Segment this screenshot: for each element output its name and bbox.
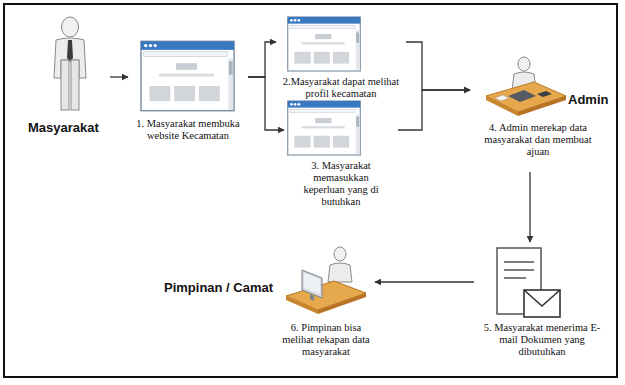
flow-arrow: [375, 281, 474, 282]
step-caption: 2.Masyarakat dapat melihat profil kecama…: [276, 76, 406, 100]
step-caption: 3. Masyarakat memasukkan keperluan yang …: [292, 160, 390, 208]
browser-icon: [141, 41, 234, 110]
step-caption: 6. Pimpinan bisa melihat rekapan data ma…: [278, 322, 374, 358]
flow-arrow: [406, 42, 470, 90]
process-node: 1. Masyarakat membuka website Kecamatan: [128, 38, 248, 150]
process-node: Admin 4. Admin merekap data masyarakat da…: [470, 52, 612, 172]
step-caption: 5. Masyarakat menerima E-mail Dokumen ya…: [478, 322, 606, 358]
flow-arrow: [398, 90, 470, 130]
step-caption: 4. Admin merekap data masyarakat dan mem…: [472, 122, 604, 158]
process-node: 5. Masyarakat menerima E-mail Dokumen ya…: [474, 242, 610, 378]
flow-arrow: [248, 42, 276, 77]
process-node: 2.Masyarakat dapat melihat profil kecama…: [276, 14, 406, 104]
process-node: 3. Masyarakat memasukkan keperluan yang …: [284, 98, 398, 220]
step-caption: 1. Masyarakat membuka website Kecamatan: [133, 118, 243, 142]
browser-icon: [288, 17, 361, 71]
email-document-icon: [497, 248, 560, 317]
flow-arrow: [248, 77, 284, 130]
flow-arrow: [529, 172, 530, 242]
browser-icon: [288, 101, 361, 155]
process-node: Pimpinan / Camat 6. Pimpinan bisa melihat…: [160, 242, 375, 372]
role-label: Masyarakat: [28, 120, 108, 135]
flow-arrow: [110, 76, 128, 77]
admin-desk-icon: [486, 57, 566, 116]
role-label: Pimpinan / Camat: [164, 280, 286, 295]
process-node: Masyarakat: [26, 12, 110, 140]
person-icon: [54, 17, 86, 110]
role-label: Admin: [568, 92, 612, 107]
leader-desk-icon: [286, 247, 366, 314]
